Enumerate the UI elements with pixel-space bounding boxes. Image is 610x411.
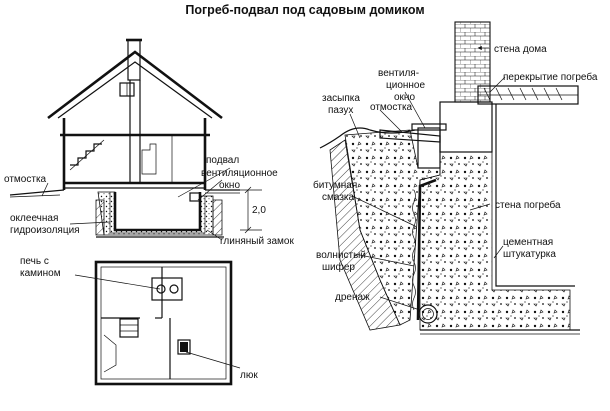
label-stove-1: печь с — [20, 256, 49, 267]
clay-lock — [97, 191, 214, 236]
label-podval: подвал — [206, 155, 239, 166]
label-clay-lock: глиняный замок — [220, 236, 294, 247]
chimney — [127, 39, 141, 81]
diagram-title: Погреб-подвал под садовым домиком — [185, 3, 424, 17]
label-plaster-1: цементная — [503, 237, 553, 248]
plan-outline — [94, 260, 233, 386]
label-vent-2: окно — [219, 180, 240, 191]
label-house-wall: стена дома — [494, 44, 547, 55]
label-vent-1: вентиля- — [378, 68, 419, 79]
label-otmostka: отмостка — [4, 174, 47, 185]
drain-pipe — [418, 304, 438, 324]
corrugated-slate — [412, 189, 416, 311]
stove — [151, 277, 183, 301]
plan-stair — [119, 318, 139, 338]
label-backfill-2: пазух — [328, 105, 353, 116]
label-plaster-2: штукатурка — [503, 249, 556, 260]
label-cellar-wall: стена погреба — [495, 199, 561, 211]
hatch — [177, 339, 191, 355]
label-slate-1: волнистый — [316, 250, 366, 261]
label-otmostka-detail: отмостка — [370, 102, 413, 113]
label-bitumen-1: битумная — [313, 179, 357, 191]
label-vent-3: окно — [394, 92, 415, 103]
label-drain: дренаж — [335, 292, 370, 303]
label-stove-2: камином — [20, 268, 61, 279]
label-vent-1: вентиляционное — [201, 168, 278, 179]
label-hatch: люк — [240, 370, 258, 381]
height-dimension: 2,0 — [252, 205, 266, 216]
roof — [47, 50, 223, 120]
stair — [70, 143, 102, 166]
label-hydroisolation-1: оклеечная — [10, 213, 58, 224]
cellar — [113, 192, 202, 232]
floor-plan: печь с камином люк — [20, 256, 258, 386]
label-slate-2: шифер — [322, 261, 355, 273]
label-vent-2: ционное — [386, 80, 425, 91]
label-backfill-1: засыпка — [322, 93, 360, 104]
label-hydroisolation-2: гидроизоляция — [10, 225, 80, 236]
label-bitumen-2: смазка — [322, 192, 355, 203]
house-section: 2,0 отмостка оклеечная гидроизоляция под… — [4, 38, 294, 247]
wall-detail: стена дома перекрытие погреба вентиля- ц… — [313, 21, 598, 335]
label-floor: перекрытие погреба — [503, 71, 598, 83]
